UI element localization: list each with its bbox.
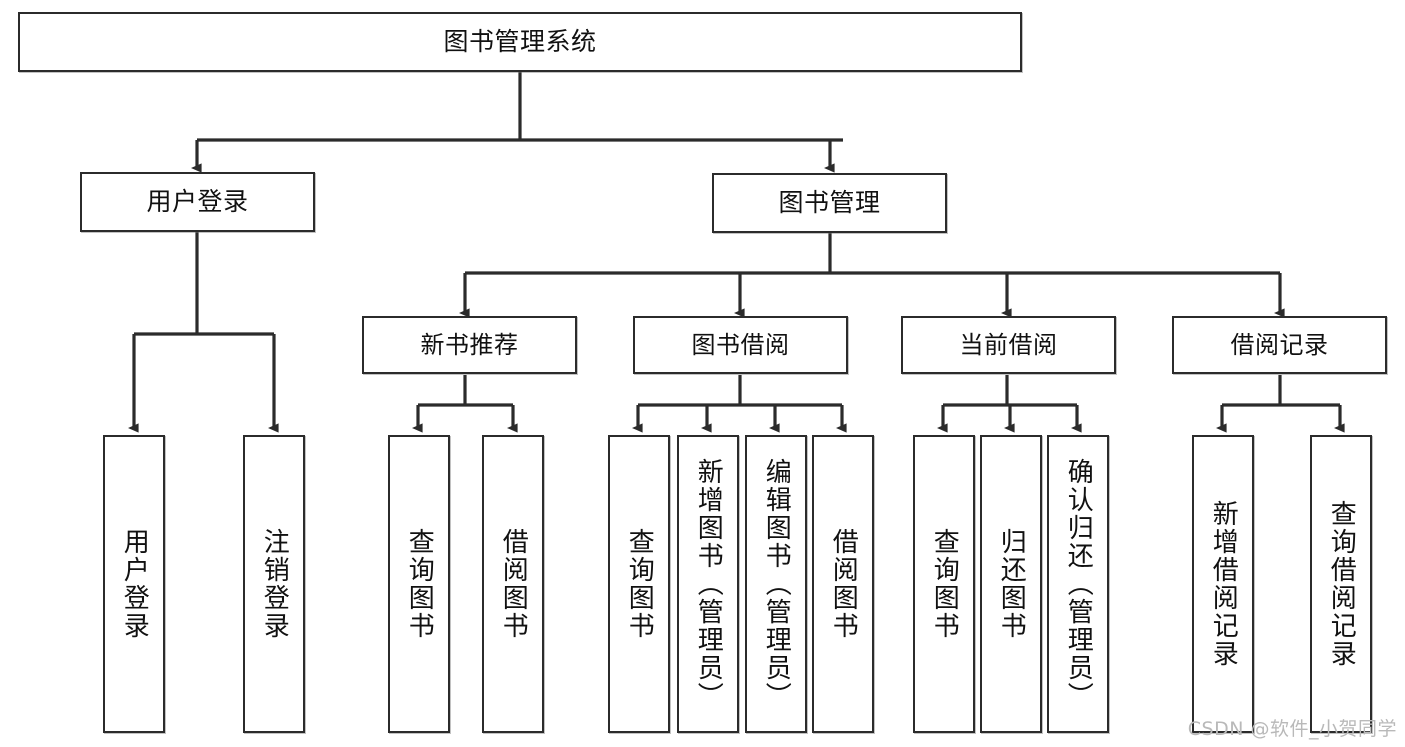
leaf-edit-book-admin[interactable]: 编辑图书（管理员） (745, 435, 807, 733)
node-current-borrowing[interactable]: 当前借阅 (901, 316, 1116, 374)
leaf-query-books-borrow[interactable]: 查询图书 (608, 435, 670, 733)
node-book-management[interactable]: 图书管理 (712, 173, 947, 233)
node-label: 图书管理 (778, 188, 881, 218)
node-label: 新增图书（管理员） (693, 458, 724, 710)
leaf-query-borrowing-record[interactable]: 查询借阅记录 (1310, 435, 1372, 733)
node-label: 图书管理系统 (443, 27, 597, 57)
node-label: 注销登录 (259, 528, 290, 640)
leaf-borrow-books-borrow[interactable]: 借阅图书 (812, 435, 874, 733)
leaf-logout[interactable]: 注销登录 (243, 435, 305, 733)
node-label: 用户登录 (119, 528, 150, 640)
node-label: 用户登录 (146, 187, 249, 217)
leaf-query-books-newbook[interactable]: 查询图书 (388, 435, 450, 733)
node-borrowing-record[interactable]: 借阅记录 (1172, 316, 1387, 374)
node-root-book-management-system[interactable]: 图书管理系统 (18, 12, 1022, 72)
node-label: 借阅图书 (828, 528, 859, 640)
node-label: 编辑图书（管理员） (761, 458, 792, 710)
node-label: 确认归还（管理员） (1063, 458, 1094, 710)
node-label: 当前借阅 (959, 330, 1058, 359)
node-label: 图书借阅 (691, 330, 790, 359)
node-label: 查询借阅记录 (1326, 500, 1357, 668)
node-label: 查询图书 (929, 528, 960, 640)
leaf-confirm-return-admin[interactable]: 确认归还（管理员） (1047, 435, 1109, 733)
leaf-query-books-current[interactable]: 查询图书 (913, 435, 975, 733)
node-label: 新书推荐 (420, 330, 519, 359)
node-label: 借阅图书 (498, 528, 529, 640)
node-label: 归还图书 (996, 528, 1027, 640)
leaf-user-login[interactable]: 用户登录 (103, 435, 165, 733)
leaf-add-book-admin[interactable]: 新增图书（管理员） (677, 435, 739, 733)
node-label: 借阅记录 (1230, 330, 1329, 359)
leaf-borrow-books-newbook[interactable]: 借阅图书 (482, 435, 544, 733)
node-new-book-recommendation[interactable]: 新书推荐 (362, 316, 577, 374)
node-book-borrowing[interactable]: 图书借阅 (633, 316, 848, 374)
node-label: 查询图书 (624, 528, 655, 640)
leaf-add-borrowing-record[interactable]: 新增借阅记录 (1192, 435, 1254, 733)
node-label: 新增借阅记录 (1208, 500, 1239, 668)
node-label: 查询图书 (404, 528, 435, 640)
node-user-login[interactable]: 用户登录 (80, 172, 315, 232)
leaf-return-books[interactable]: 归还图书 (980, 435, 1042, 733)
